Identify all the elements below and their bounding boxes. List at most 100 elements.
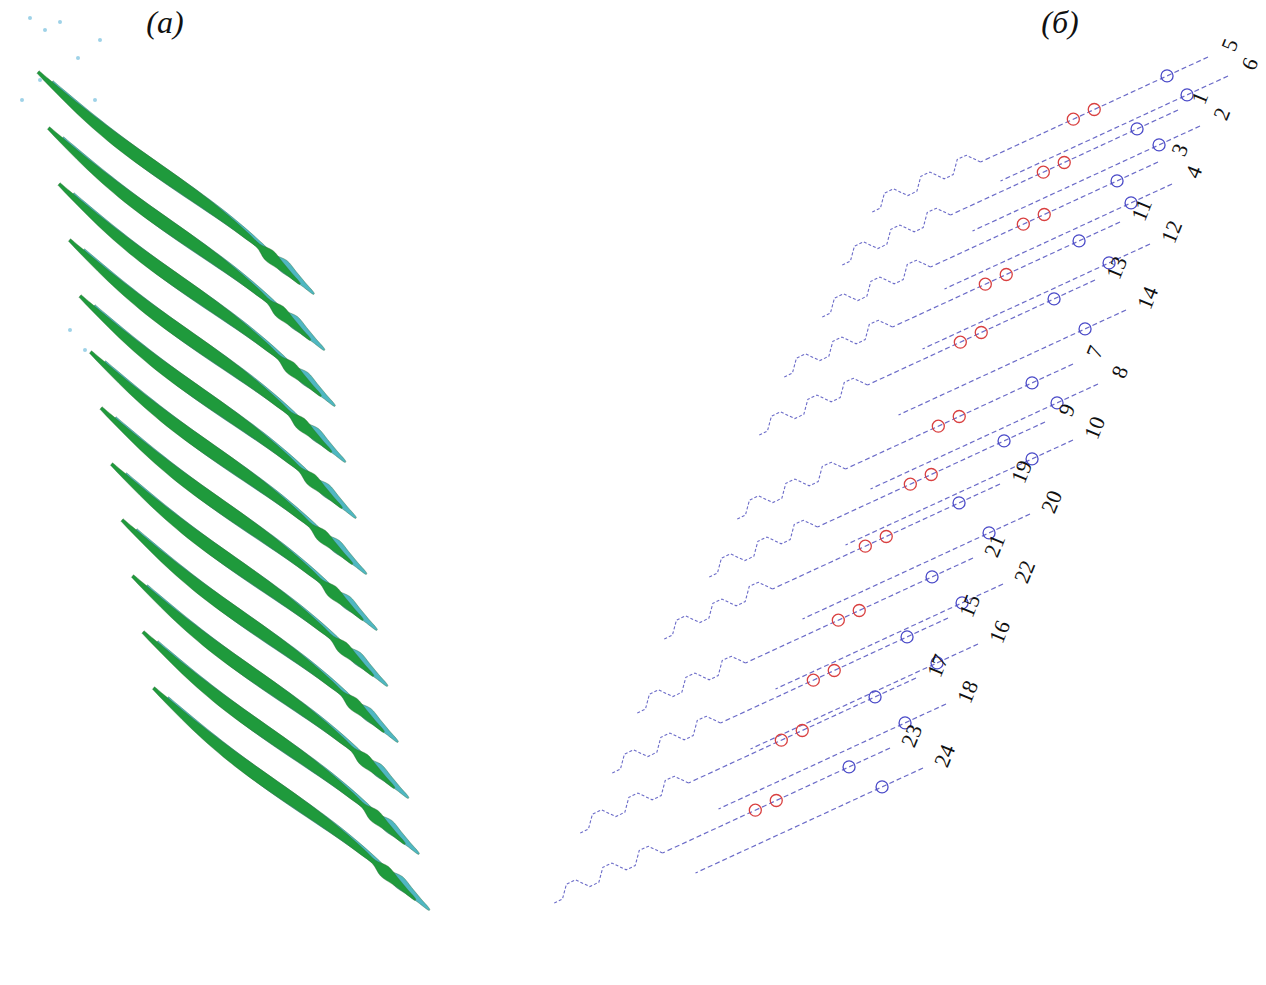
strand-line <box>663 748 891 853</box>
strand-line <box>945 184 1173 289</box>
water-dot <box>76 56 80 60</box>
strand-number: 7 <box>1083 343 1108 361</box>
blue-marker <box>1073 235 1085 247</box>
red-marker <box>1058 157 1070 169</box>
strand-line <box>899 310 1127 415</box>
beta-strand <box>68 239 331 453</box>
blue-marker <box>1026 377 1038 389</box>
strand-number: 2 <box>1210 105 1235 123</box>
red-marker <box>770 795 782 807</box>
blue-marker <box>876 781 888 793</box>
strand-number: 20 <box>1038 488 1067 517</box>
strand-line <box>1001 76 1229 181</box>
strand-line <box>818 422 1046 527</box>
strand-number: 24 <box>931 742 960 771</box>
beta-strand <box>100 407 363 621</box>
strand-number: 11 <box>1128 196 1156 224</box>
blue-marker <box>926 571 938 583</box>
red-marker <box>1038 209 1050 221</box>
zigzag-chain <box>708 520 817 577</box>
red-marker <box>975 327 987 339</box>
strand-line <box>973 126 1201 231</box>
water-dot <box>83 348 87 352</box>
water-dot <box>38 78 42 82</box>
beta-strand <box>121 519 384 733</box>
strand-line <box>893 222 1121 327</box>
red-marker <box>1000 269 1012 281</box>
zigzag-chain <box>871 155 980 212</box>
strand-number: 4 <box>1182 163 1207 181</box>
blue-marker <box>1048 293 1060 305</box>
strand-line <box>923 244 1151 349</box>
zigzag-chain <box>736 462 845 519</box>
red-marker <box>853 605 865 617</box>
red-marker <box>880 531 892 543</box>
zigzag-chain <box>841 208 950 265</box>
strand-number: 16 <box>986 618 1015 647</box>
strand-line <box>871 384 1099 489</box>
strand-number: 5 <box>1218 36 1243 54</box>
red-marker <box>859 540 871 552</box>
zigzag-chain <box>783 320 892 377</box>
red-marker <box>832 614 844 626</box>
blue-marker <box>1161 70 1173 82</box>
strand-line <box>696 768 924 873</box>
strand-line <box>746 558 974 663</box>
red-marker <box>1088 104 1100 116</box>
strand-diagram <box>553 57 1228 903</box>
red-marker <box>925 469 937 481</box>
water-dot <box>58 20 62 24</box>
blue-marker <box>953 497 965 509</box>
strand-number: 21 <box>981 532 1010 561</box>
strand-line <box>803 514 1031 619</box>
blue-marker <box>869 691 881 703</box>
panel-label: (б) <box>1041 6 1078 38</box>
strand-line <box>981 57 1209 162</box>
blue-marker <box>901 631 913 643</box>
strand-line <box>689 678 917 783</box>
blue-marker <box>843 761 855 773</box>
beta-strand <box>79 295 342 509</box>
red-marker <box>1017 218 1029 230</box>
water-dot <box>93 98 97 102</box>
red-marker <box>979 278 991 290</box>
blue-marker <box>1131 123 1143 135</box>
beta-strand <box>37 71 300 285</box>
strand-number: 6 <box>1238 55 1263 73</box>
blue-marker <box>998 435 1010 447</box>
red-marker <box>904 478 916 490</box>
strand-number: 23 <box>898 722 927 751</box>
strand-line <box>773 484 1001 589</box>
strand-number: 12 <box>1158 218 1187 247</box>
strand-number: 1 <box>1188 89 1213 107</box>
water-dot <box>20 98 24 102</box>
strand-line <box>846 364 1074 469</box>
red-marker <box>807 674 819 686</box>
red-marker <box>932 420 944 432</box>
zigzag-chain <box>636 656 745 713</box>
strand-number: 3 <box>1168 141 1193 159</box>
zigzag-chain <box>553 846 662 903</box>
strand-number: 10 <box>1081 414 1110 443</box>
zigzag-chain <box>579 776 688 833</box>
zigzag-chain <box>611 716 720 773</box>
zigzag-chain <box>663 582 772 639</box>
strand-number: 14 <box>1134 284 1163 313</box>
strand-number: 19 <box>1008 458 1037 487</box>
red-marker <box>1037 166 1049 178</box>
strand-line <box>776 584 1004 689</box>
strand-number: 15 <box>956 592 985 621</box>
beta-strand <box>47 127 310 341</box>
strand-number: 17 <box>924 652 953 681</box>
strand-line <box>719 704 947 809</box>
blue-marker <box>1111 175 1123 187</box>
red-marker <box>775 734 787 746</box>
beta-strand <box>58 183 321 397</box>
beta-strand <box>152 687 415 901</box>
red-marker <box>1067 113 1079 125</box>
water-dot <box>98 38 102 42</box>
strand-number: 8 <box>1108 363 1133 381</box>
zigzag-chain <box>758 378 867 435</box>
red-marker <box>953 411 965 423</box>
